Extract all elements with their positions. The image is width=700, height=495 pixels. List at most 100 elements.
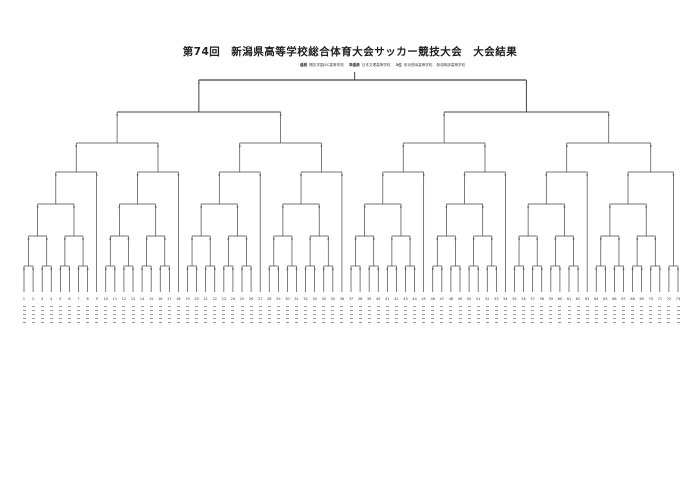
team-number: 52 [485,297,490,301]
team-entry: 53 [493,297,499,327]
score-mark [613,268,616,271]
team-entry: 18 [175,297,181,327]
score-mark [566,145,568,148]
team-number: 68 [630,297,635,301]
team-entry: 52 [484,297,490,327]
team-entry: 48 [448,297,454,327]
team-entry: 56 [521,297,527,327]
score-mark [155,206,157,209]
team-entry: 69 [639,297,645,327]
team-name-placeholder [148,305,154,324]
team-name-placeholder [366,305,372,324]
team-entry: 12 [121,297,127,327]
team-number: 69 [639,297,644,301]
team-entry: 5 [57,297,63,327]
team-number: 59 [548,297,553,301]
results-summary: 優勝開志学園JSC高等学校 準優勝日本文理高等学校 3位帝京長岡高等学校新潟明訓… [300,63,469,68]
score-mark [318,206,320,209]
score-mark [491,238,493,241]
score-mark [600,238,602,241]
score-mark [313,268,316,271]
team-entry: 40 [375,297,381,327]
team-number: 38 [357,297,363,301]
team-name-placeholder [112,305,118,324]
team-number: 25 [239,297,245,301]
team-number: 26 [248,297,254,301]
team-name-placeholder [648,305,654,324]
team-entry: 64 [593,297,599,327]
team-number: 2 [31,297,35,301]
team-number: 24 [230,297,236,301]
team-number: 3 [41,297,44,301]
score-mark [525,82,528,85]
score-mark [145,238,148,241]
team-name-placeholder [448,305,454,324]
score-mark [277,268,280,271]
score-mark [239,145,241,148]
team-name-placeholder [175,305,181,324]
team-number: 62 [575,297,581,301]
score-mark [527,206,529,209]
team-entry: 19 [185,297,191,327]
team-number: 14 [139,297,145,301]
team-entry: 44 [412,297,418,327]
team-number: 29 [276,297,281,301]
team-entry: 16 [157,297,163,327]
score-mark [409,238,411,241]
score-mark [422,174,425,177]
team-name-placeholder [666,305,672,324]
team-name-placeholder [121,305,127,324]
score-mark [116,114,118,117]
team-entry: 6 [66,297,72,327]
team-entry: 58 [539,297,545,327]
score-mark [463,174,466,177]
team-entry: 68 [630,297,636,327]
team-number: 67 [621,297,626,301]
team-name-placeholder [266,305,272,324]
team-name-placeholder [85,305,91,324]
team-number: 20 [194,297,199,301]
score-mark [395,268,398,271]
team-entry: 35 [330,297,336,327]
score-mark [402,145,404,148]
team-name-placeholder [348,305,354,324]
team-entry: 3 [39,297,45,327]
team-number: 4 [50,297,53,301]
team-name-placeholder [639,305,645,324]
team-entry: 23 [221,297,227,327]
team-number: 36 [339,297,345,301]
score-mark [550,268,552,271]
team-entry: 27 [257,297,263,327]
score-mark [191,238,193,241]
team-number: 51 [475,297,481,301]
score-mark [454,238,457,241]
score-mark [672,174,675,177]
score-mark [627,174,629,177]
score-mark [123,268,125,271]
score-mark [164,238,166,241]
team-entry: 13 [130,297,136,327]
team-name-placeholder [257,305,263,324]
score-mark [391,238,393,241]
team-entry: 61 [566,297,572,327]
score-mark [214,268,216,271]
score-mark [572,238,575,241]
team-entry: 62 [575,297,581,327]
team-name-placeholder [303,305,309,324]
team-name-placeholder [48,305,54,324]
score-mark [482,206,484,209]
team-name-placeholder [675,305,681,324]
score-mark [300,174,302,177]
score-mark [386,268,389,271]
team-name-placeholder [512,305,518,324]
team-number: 34 [321,297,326,301]
score-mark [668,268,670,271]
score-mark [618,238,620,241]
team-number: 70 [648,297,653,301]
score-mark [118,206,121,209]
team-number: 63 [584,297,590,301]
team-name-placeholder [284,305,290,324]
team-entry: 43 [403,297,409,327]
team-number: 48 [448,297,454,301]
score-mark [595,268,597,271]
